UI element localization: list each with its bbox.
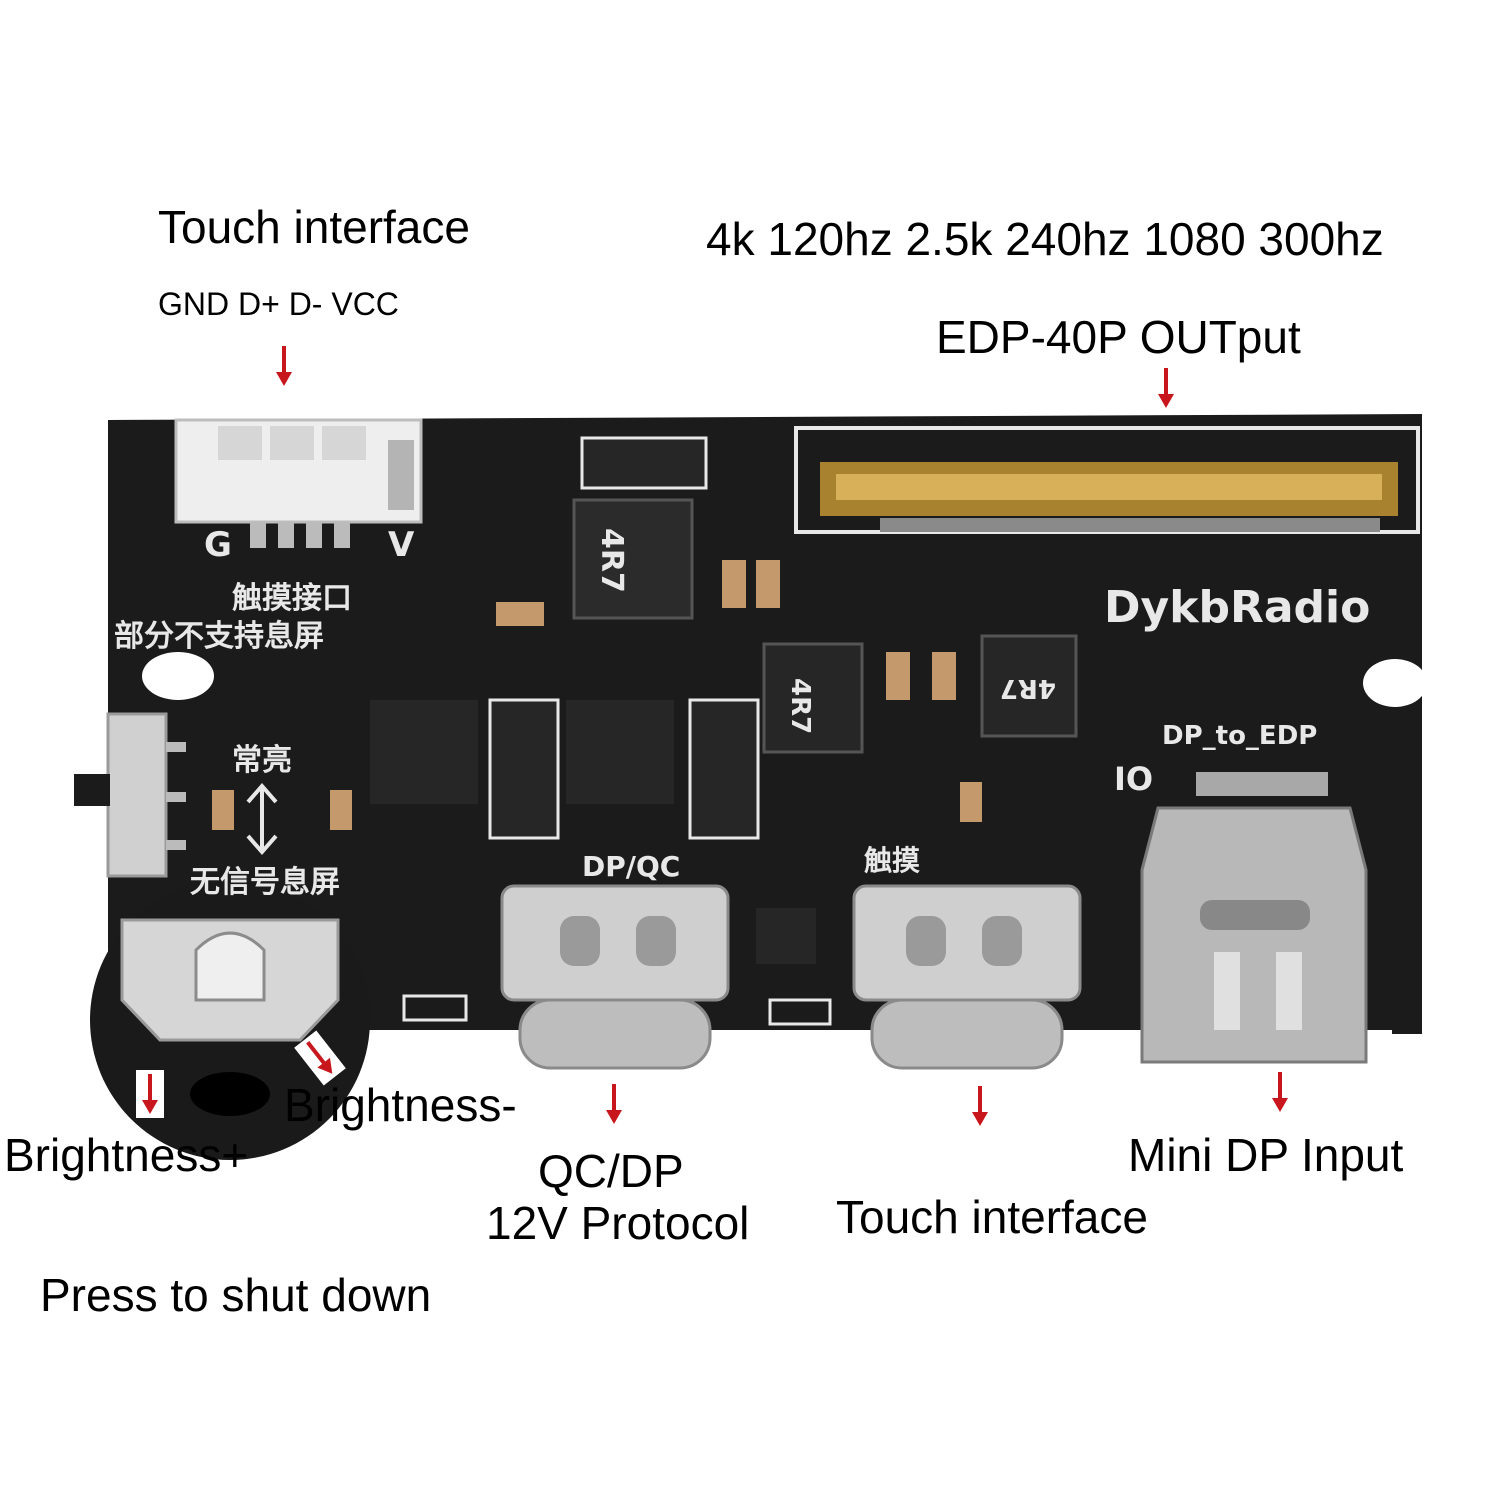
arrow-touch-port [966,1082,994,1130]
inductor-middle [762,642,864,754]
silk-touch-port-cn: 触摸 [864,844,920,877]
silk-inductor-a: 4R7 [594,528,629,593]
label-brightness-minus: Brightness- [284,1079,517,1131]
ic-chip-small [756,908,816,964]
silk-v: V [388,525,415,565]
label-touch-pins: GND D+ D- VCC [158,286,399,322]
inductor-left [572,498,694,620]
label-touch-interface-bottom: Touch interface [836,1191,1148,1243]
silk-g: G [204,525,232,565]
label-edp-output: EDP-40P OUTput [936,311,1301,363]
switch-arrow-silk [246,782,278,856]
silk-touch-cn: 触摸接口 [232,581,352,616]
label-refresh-rates: 4k 120hz 2.5k 240hz 1080 300hz [706,213,1384,265]
diode-top [580,436,708,490]
arrow-brightness-plus [136,1070,164,1118]
arrow-mini-dp [1266,1068,1294,1116]
mini-dp-port [1140,772,1368,1064]
mounting-hole-right [1363,659,1427,707]
smd-capacitors [212,560,982,830]
led-left [402,994,468,1022]
label-qc-dp: QC/DP [538,1145,684,1197]
diode-2 [688,698,760,840]
ic-chip-2 [566,700,674,804]
silk-sleep-note-cn: 部分不支持息屏 [114,619,324,654]
silk-always-on-cn: 常亮 [232,743,292,778]
silk-dp-qc: DP/QC [582,850,680,883]
silk-no-signal-cn: 无信号息屏 [190,865,340,900]
led-right [768,998,832,1026]
label-press-to-shut-down: Press to shut down [40,1269,432,1321]
silk-inductor-b: 4R7 [785,678,815,734]
usbc-port-qc-dp [500,884,730,1070]
label-brightness-plus: Brightness+ [4,1129,249,1181]
label-mini-dp-input: Mini DP Input [1128,1129,1404,1181]
arrow-touch-header [270,342,298,390]
inductor-right [980,634,1078,738]
touch-header-connector [174,418,423,548]
mounting-hole-left [142,652,214,700]
label-touch-interface-top: Touch interface [158,201,470,253]
ic-chip-1 [370,700,478,804]
slide-switch [74,712,186,878]
silk-io: IO [1114,760,1153,798]
arrow-edp [1152,364,1180,412]
silk-inductor-c: 4R7 [1000,673,1056,703]
usbc-port-touch [852,884,1082,1070]
arrow-qc-dp [600,1080,628,1128]
diode-1 [488,698,560,840]
edp-40p-connector [794,426,1420,534]
silk-board-name: DP_to_EDP [1162,721,1317,751]
silk-brand: DykbRadio [1104,582,1370,633]
label-12v-protocol: 12V Protocol [486,1197,750,1249]
